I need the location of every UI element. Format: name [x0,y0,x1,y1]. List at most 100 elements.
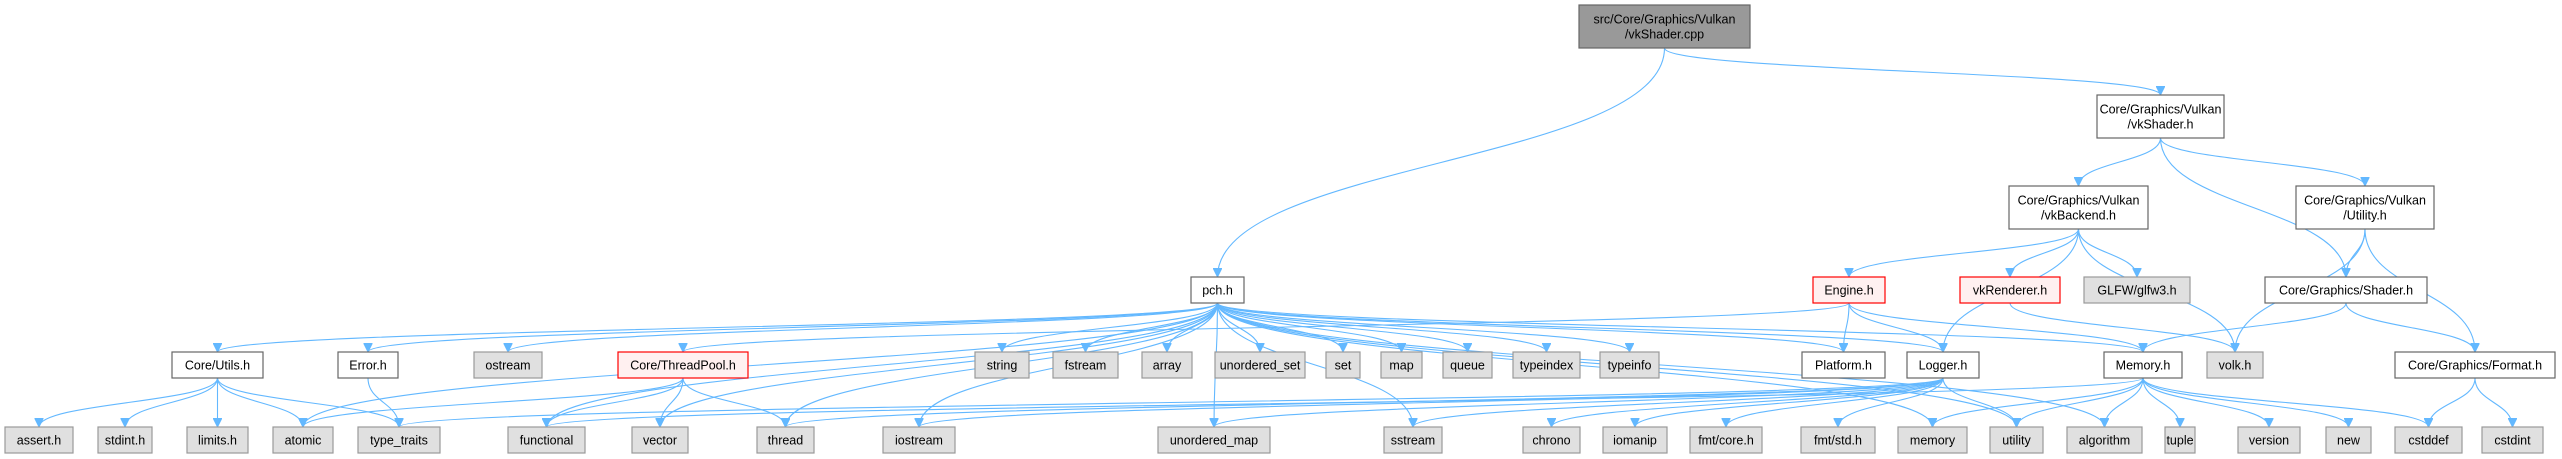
edge-utility-h-to-shader-h [2346,228,2366,277]
node-label-error-h: Error.h [349,359,387,373]
node-threadpool-h[interactable]: Core/ThreadPool.h [617,351,749,379]
node-box-unordered-set [1214,351,1306,379]
node-label-unordered-map: unordered_map [1170,434,1258,448]
node-fstream: fstream [1052,351,1119,379]
node-label-vkrenderer-h: vkRenderer.h [1973,284,2047,298]
node-box-cstddef [2394,426,2463,454]
node-fmt-std-h: fmt/std.h [1800,426,1876,454]
node-label-utility-h: Core/Graphics/Vulkan [2304,194,2426,208]
node-shader-h[interactable]: Core/Graphics/Shader.h [2264,276,2428,304]
node-label-cstdint: cstdint [2494,434,2531,448]
node-box-functional [507,426,586,454]
edge-pch-h-to-vector [660,302,1219,427]
node-label-chrono: chrono [1532,434,1570,448]
node-typeindex: typeindex [1512,351,1581,379]
node-label-pch-h: pch.h [1202,284,1233,298]
node-version: version [2237,426,2301,454]
node-engine-h[interactable]: Engine.h [1812,276,1886,304]
node-algorithm: algorithm [2066,426,2143,454]
node-box-root [1578,4,1751,49]
node-box-array [1141,351,1193,379]
node-glfw3-h: GLFW/glfw3.h [2083,276,2191,304]
edge-logger-h-to-fmt-std-h [1838,377,1944,428]
edge-engine-h-to-memory-h [1848,302,2143,353]
node-box-pch-h [1190,276,1245,304]
node-box-memory-h [2103,351,2183,379]
node-label-map: map [1389,359,1413,373]
edge-shader-h-to-memory-h [2143,302,2347,353]
edge-threadpool-h-to-thread [682,377,786,428]
node-error-h[interactable]: Error.h [337,351,399,379]
node-box-map [1380,351,1423,379]
node-label-set: set [1335,359,1352,373]
node-utility-h[interactable]: Core/Graphics/Vulkan/Utility.h [2295,185,2435,230]
node-label-glfw3-h: GLFW/glfw3.h [2097,284,2176,298]
node-box-assert-h [4,426,74,454]
node-box-fmt-std-h [1800,426,1876,454]
node-vkbackend-h[interactable]: Core/Graphics/Vulkan/vkBackend.h [2008,185,2149,230]
edge-format-h-to-cstddef [2429,377,2476,428]
node-label-fstream: fstream [1065,359,1107,373]
node-label-queue: queue [1450,359,1485,373]
node-ostream: ostream [473,351,543,379]
node-memory-h[interactable]: Memory.h [2103,351,2183,379]
node-stdint-h: stdint.h [97,426,153,454]
node-label-root: src/Core/Graphics/Vulkan [1594,13,1736,27]
node-format-h[interactable]: Core/Graphics/Format.h [2394,351,2556,379]
edge-pch-h-to-memory-h [1216,302,2144,353]
node-box-queue [1442,351,1493,379]
edge-pch-h-to-algorithm [1216,302,2105,427]
node-label-cstddef: cstddef [2408,434,2449,448]
node-platform-h[interactable]: Platform.h [1801,351,1886,379]
edge-memory-h-to-new [2142,377,2349,428]
node-iostream: iostream [882,426,956,454]
edge-pch-h-to-error-h [368,302,1219,353]
node-box-algorithm [2066,426,2143,454]
edge-logger-h-to-iomanip [1635,377,1944,428]
node-chrono: chrono [1522,426,1581,454]
node-box-ostream [473,351,543,379]
node-label-memory: memory [1910,434,1956,448]
node-string: string [974,351,1030,379]
node-box-unordered-map [1157,426,1271,454]
node-box-type-traits [357,426,441,454]
edge-utils-h-to-type-traits [216,377,400,428]
node-vkrenderer-h[interactable]: vkRenderer.h [1959,276,2061,304]
node-label-vkshader-h: /vkShader.h [2127,118,2193,132]
edge-vkbackend-h-to-engine-h [1849,228,2080,278]
edge-error-h-to-type-traits [367,377,399,428]
node-tuple: tuple [2164,426,2196,454]
node-box-chrono [1522,426,1581,454]
node-label-utility: utility [2002,434,2031,448]
edge-memory-h-to-functional [547,377,2144,428]
node-box-typeindex [1512,351,1581,379]
edge-root-to-vkshader-h [1663,47,2161,96]
node-utils-h[interactable]: Core/Utils.h [171,351,264,379]
node-logger-h[interactable]: Logger.h [1906,351,1980,379]
node-box-vkrenderer-h [1959,276,2061,304]
node-box-fmt-core-h [1689,426,1763,454]
edge-pch-h-to-typeinfo [1216,302,1630,353]
node-label-vector: vector [643,434,677,448]
node-box-vector [631,426,689,454]
node-box-utility [1989,426,2044,454]
node-box-utils-h [171,351,264,379]
node-root[interactable]: src/Core/Graphics/Vulkan/vkShader.cpp [1578,4,1751,49]
node-label-engine-h: Engine.h [1824,284,1873,298]
node-box-glfw3-h [2083,276,2191,304]
node-vkshader-h[interactable]: Core/Graphics/Vulkan/vkShader.h [2096,94,2225,139]
node-box-utility-h [2295,185,2435,230]
edge-pch-h-to-utils-h [218,302,1219,353]
node-label-memory-h: Memory.h [2116,359,2171,373]
node-unordered-set: unordered_set [1214,351,1306,379]
node-label-threadpool-h: Core/ThreadPool.h [630,359,736,373]
node-type-traits: type_traits [357,426,441,454]
edge-vkrenderer-h-to-volk-h [2009,302,2235,353]
edge-vkshader-h-to-utility-h [2159,137,2366,187]
node-pch-h[interactable]: pch.h [1190,276,1245,304]
edge-utils-h-to-atomic [216,377,304,428]
node-label-fmt-core-h: fmt/core.h [1698,434,1754,448]
edge-root-to-pch-h [1218,47,1666,277]
node-box-cstdint [2481,426,2544,454]
